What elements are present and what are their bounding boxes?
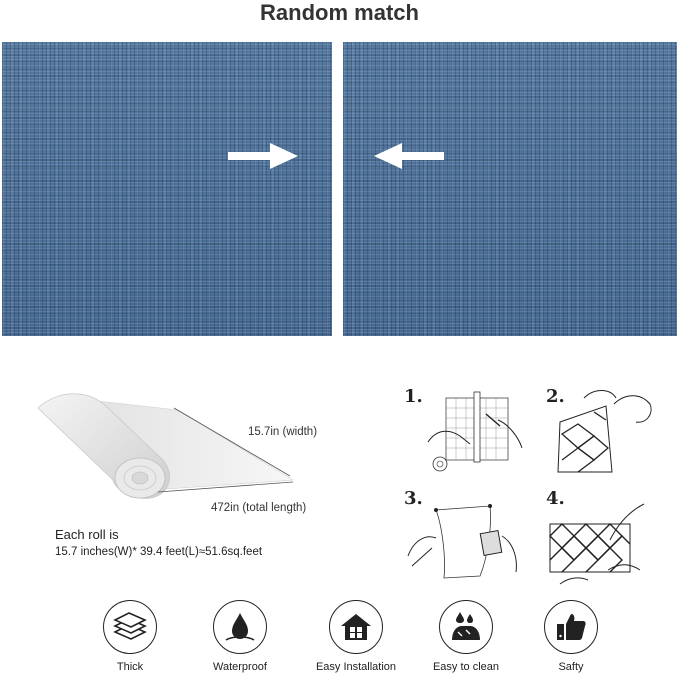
feature-easy-to-clean-circle <box>439 600 493 654</box>
roll-width-label: 15.7in (width) <box>248 426 318 438</box>
measure-cut-illustration <box>427 391 523 472</box>
arrow-right-icon <box>228 143 298 169</box>
step-4-number: 4. <box>546 488 565 509</box>
feature-waterproof-circle <box>213 600 267 654</box>
roll-info-line-2: 15.7 inches(W)* 39.4 feet(L)≈51.6sq.feet <box>55 546 263 558</box>
feature-waterproof-label: Waterproof <box>212 661 267 673</box>
step-1-number: 1. <box>404 386 423 407</box>
feature-safty-label: Safty <box>558 661 584 673</box>
peel-backing-illustration <box>557 390 652 473</box>
step-2-number: 2. <box>546 386 565 407</box>
feature-easy-installation: Easy Installation <box>301 600 411 673</box>
finished-wall-illustration <box>549 503 645 585</box>
roll-length-label: 472in (total length) <box>211 502 307 514</box>
feature-thick: Thick <box>75 600 185 673</box>
wallpaper-roll-illustration <box>37 393 294 499</box>
feature-easy-to-clean: Easy to clean <box>411 600 521 673</box>
feature-waterproof: Waterproof <box>185 600 295 673</box>
feature-easy-to-clean-label: Easy to clean <box>432 661 500 673</box>
step-3-number: 3. <box>404 488 423 509</box>
wash-hands-icon <box>452 612 480 640</box>
apply-smooth-illustration <box>407 504 517 579</box>
house-icon <box>341 614 371 640</box>
layers-icon <box>113 612 147 640</box>
roll-info: Each roll is 15.7 inches(W)* 39.4 feet(L… <box>55 527 262 558</box>
feature-easy-installation-label: Easy Installation <box>315 661 397 673</box>
feature-thick-circle <box>103 600 157 654</box>
feature-easy-installation-circle <box>329 600 383 654</box>
page-title: Random match <box>260 0 419 25</box>
fabric-swatch-right <box>343 42 677 336</box>
thumbs-up-icon <box>557 614 586 640</box>
fabric-swatch-left <box>2 42 332 336</box>
feature-thick-label: Thick <box>116 661 144 673</box>
roll-info-line-1: Each roll is <box>55 527 119 542</box>
water-drop-icon <box>225 613 255 641</box>
feature-safty: Safty <box>516 600 626 673</box>
arrow-left-icon <box>374 143 444 169</box>
feature-safty-circle <box>544 600 598 654</box>
